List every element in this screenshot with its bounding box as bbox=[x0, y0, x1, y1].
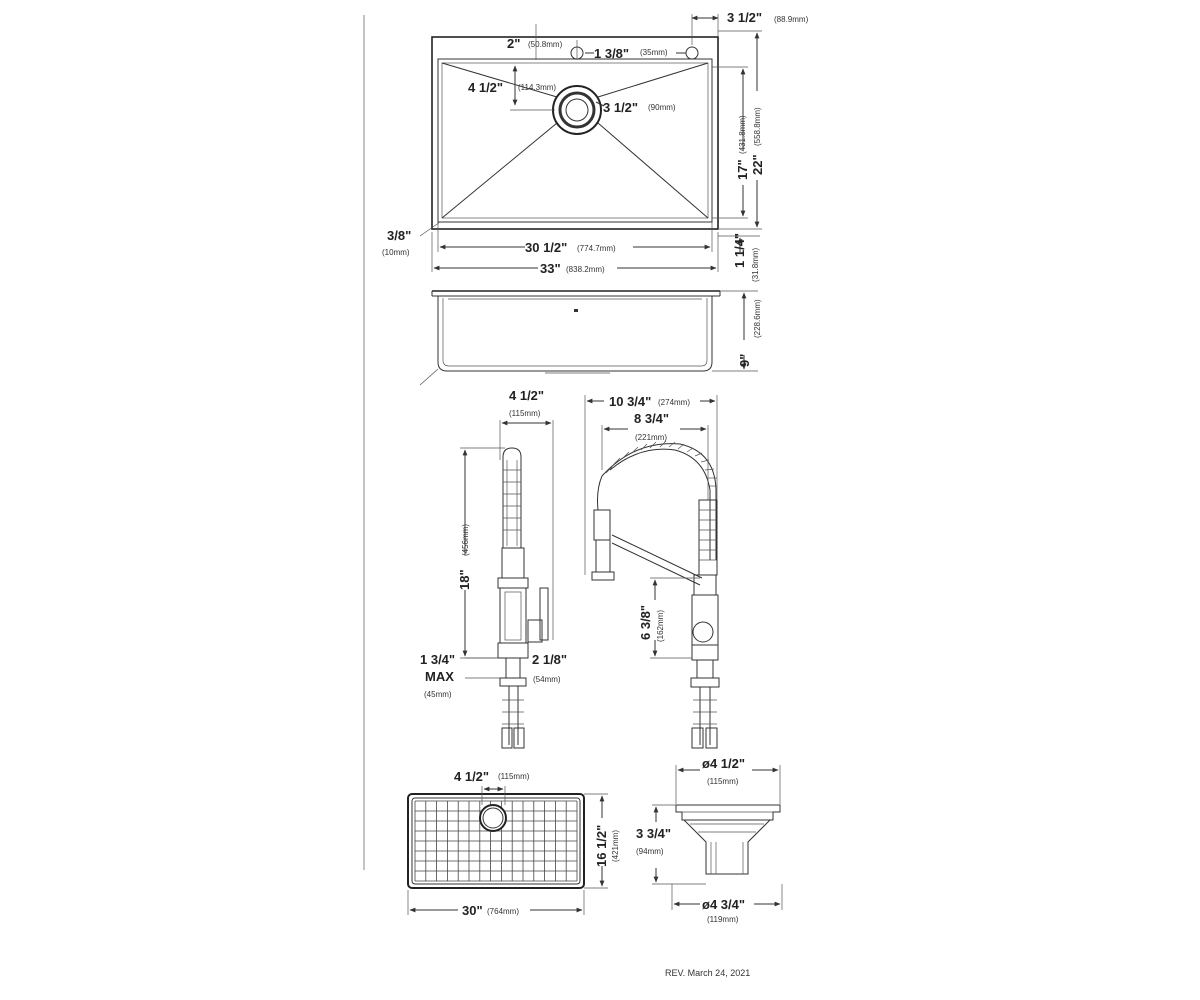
faucet-front-width-inches: 10 3/4" bbox=[609, 394, 651, 409]
spout-reach-inches: 8 3/4" bbox=[634, 411, 669, 426]
strainer-top-dia-mm: (115mm) bbox=[707, 777, 739, 786]
spout-height-inches: 6 3/8" bbox=[638, 605, 653, 640]
faucet-height-mm: (456mm) bbox=[461, 524, 470, 556]
drain-offset-mm: (114.3mm) bbox=[518, 83, 556, 92]
rim-inches: 1 1/4" bbox=[732, 233, 747, 268]
strainer bbox=[675, 804, 781, 875]
strainer-bottom-dia-mm: (119mm) bbox=[707, 915, 739, 924]
bowl-width-inches: 30 1/2" bbox=[525, 240, 567, 255]
drain-dia-mm: (90mm) bbox=[648, 103, 676, 112]
sink-height-inches: 9" bbox=[737, 354, 752, 367]
faucet-front-width-mm: (274mm) bbox=[658, 398, 690, 407]
bottom-grid bbox=[407, 793, 585, 889]
faucet-reach-inches: 4 1/2" bbox=[509, 388, 544, 403]
strainer-top-dia-inches: ø4 1/2" bbox=[702, 756, 745, 771]
grid-drain-mm: (115mm) bbox=[498, 772, 530, 781]
spout-height-mm: (162mm) bbox=[656, 610, 665, 642]
strainer-height-inches: 3 3/4" bbox=[636, 826, 671, 841]
base-dia-inches: 2 1/8" bbox=[532, 652, 567, 667]
faucet-hole-dia-inches: 1 3/8" bbox=[594, 46, 629, 61]
faucet-offset-inches: 2" bbox=[507, 36, 520, 51]
grid-width-inches: 30" bbox=[462, 903, 483, 918]
rim-mm: (31.8mm) bbox=[751, 247, 760, 282]
sink-side-view bbox=[419, 290, 721, 386]
bowl-width-mm: (774.7mm) bbox=[577, 244, 616, 253]
revision-date: REV. March 24, 2021 bbox=[665, 968, 750, 978]
deck-max-inches: 1 3/4" bbox=[420, 652, 455, 667]
strainer-bottom-dia-inches: ø4 3/4" bbox=[702, 897, 745, 912]
corner-inches: 3/8" bbox=[387, 228, 411, 243]
base-dia-mm: (54mm) bbox=[533, 675, 561, 684]
grid-depth-mm: (421mm) bbox=[611, 830, 620, 862]
drain-dia-inches: 3 1/2" bbox=[603, 100, 638, 115]
spout-reach-mm: (221mm) bbox=[635, 433, 667, 442]
faucet-offset-mm: (50.8mm) bbox=[528, 40, 563, 49]
bowl-depth-inches: 17" bbox=[735, 159, 750, 180]
sink-top-view bbox=[419, 36, 719, 237]
drain-offset-inches: 4 1/2" bbox=[468, 80, 503, 95]
edge-offset-mm: (88.9mm) bbox=[774, 15, 809, 24]
grid-drain-inches: 4 1/2" bbox=[454, 769, 489, 784]
faucet-height-inches: 18" bbox=[457, 569, 472, 590]
edge-offset-inches: 3 1/2" bbox=[727, 10, 762, 25]
bowl-depth-mm: (431.8mm) bbox=[738, 115, 747, 154]
grid-width-mm: (764mm) bbox=[487, 907, 519, 916]
faucet-front-view bbox=[591, 440, 720, 749]
corner-mm: (10mm) bbox=[382, 248, 410, 257]
overall-width-mm: (838.2mm) bbox=[566, 265, 605, 274]
sink-height-mm: (228.6mm) bbox=[753, 299, 762, 338]
overall-width-inches: 33" bbox=[540, 261, 561, 276]
accessory-hole bbox=[685, 46, 699, 60]
sink-outer-outline bbox=[431, 36, 719, 230]
strainer-height-mm: (94mm) bbox=[636, 847, 664, 856]
overall-depth-inches: 22" bbox=[750, 154, 765, 175]
faucet-hole-dia-mm: (35mm) bbox=[640, 48, 668, 57]
overall-depth-mm: (558.8mm) bbox=[753, 107, 762, 146]
deck-max-mm: (45mm) bbox=[424, 690, 452, 699]
grid-depth-inches: 16 1/2" bbox=[594, 825, 609, 867]
deck-max-label: MAX bbox=[425, 669, 454, 684]
faucet-reach-mm: (115mm) bbox=[509, 409, 541, 418]
faucet-side-view bbox=[497, 447, 549, 749]
